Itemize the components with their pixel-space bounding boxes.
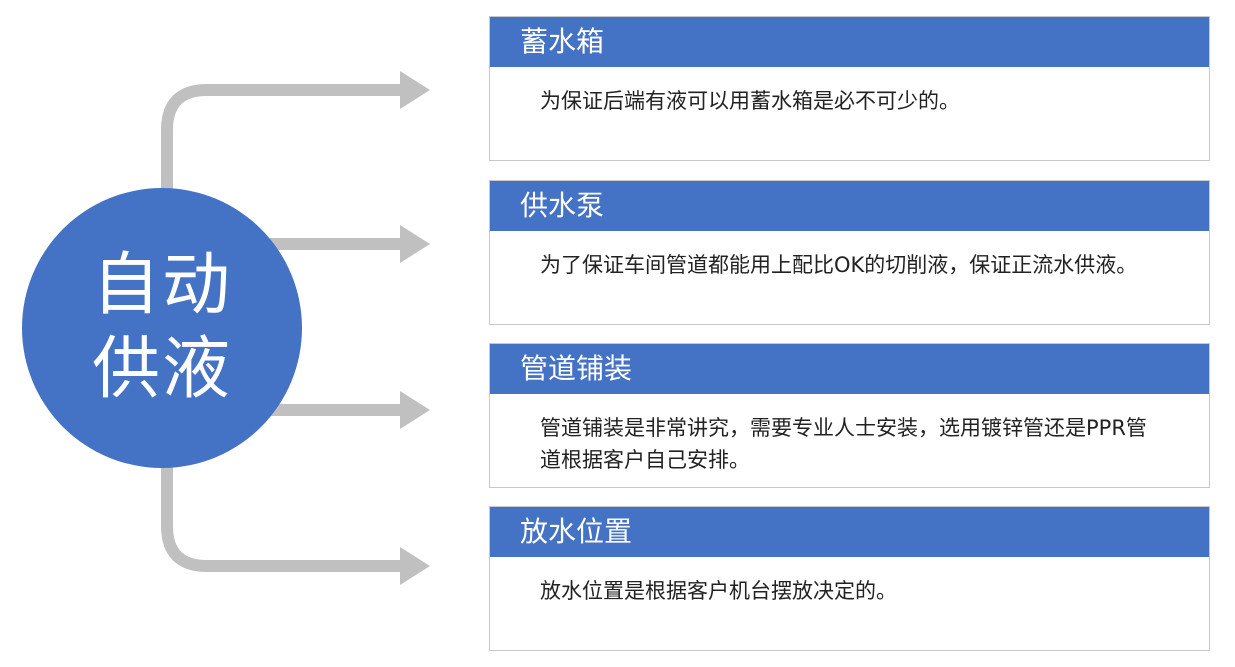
card-title: 蓄水箱 — [490, 17, 1209, 67]
hub-circle: 自动 供液 — [22, 188, 302, 468]
card-water-tank: 蓄水箱 为保证后端有液可以用蓄水箱是必不可少的。 — [489, 16, 1210, 161]
card-title: 供水泵 — [490, 181, 1209, 231]
card-supply-pump: 供水泵 为了保证车间管道都能用上配比OK的切削液，保证正流水供液。 — [489, 180, 1210, 325]
hub-title-line-1: 自动 — [91, 246, 232, 325]
hub-title-line-2: 供液 — [91, 330, 232, 409]
arrow-head-2 — [400, 225, 430, 263]
card-description: 放水位置是根据客户机台摆放决定的。 — [540, 579, 897, 603]
connector-line-1 — [161, 84, 405, 190]
card-title: 放水位置 — [490, 507, 1209, 557]
card-title: 管道铺装 — [490, 344, 1209, 394]
card-pipe-installation: 管道铺装 管道铺装是非常讲究，需要专业人士安装，选用镀锌管还是PPR管道根据客户… — [489, 343, 1210, 488]
arrow-head-3 — [400, 391, 430, 429]
card-description: 管道铺装是非常讲究，需要专业人士安装，选用镀锌管还是PPR管道根据客户自己安排。 — [540, 416, 1147, 472]
card-description: 为了保证车间管道都能用上配比OK的切削液，保证正流水供液。 — [540, 253, 1138, 277]
arrow-head-4 — [400, 547, 430, 585]
connector-line-4 — [161, 466, 405, 572]
arrow-head-1 — [400, 71, 430, 109]
card-drain-position: 放水位置 放水位置是根据客户机台摆放决定的。 — [489, 506, 1210, 651]
card-description: 为保证后端有液可以用蓄水箱是必不可少的。 — [540, 89, 960, 113]
